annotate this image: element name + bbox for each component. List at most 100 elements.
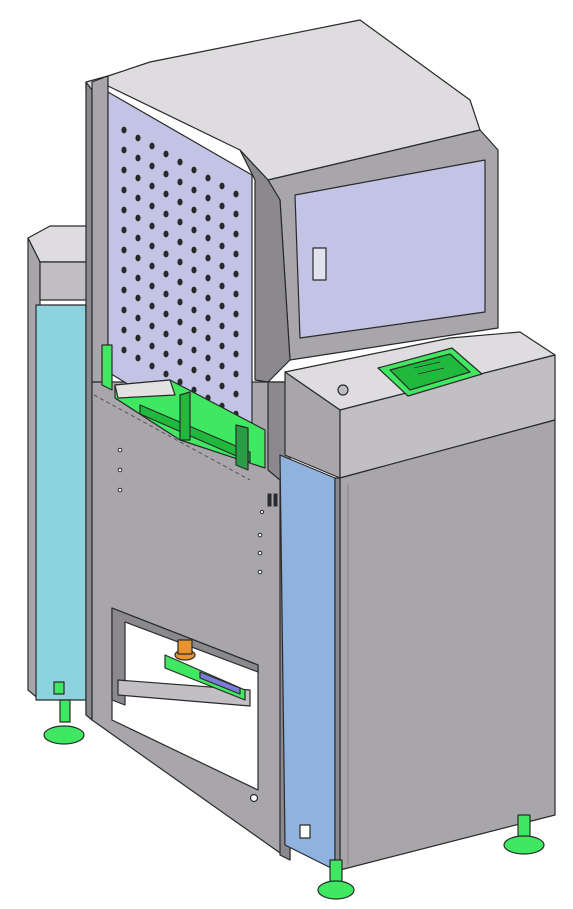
perforation-hole (205, 354, 211, 362)
foot-icon (43, 699, 85, 745)
perforation-hole (135, 254, 141, 262)
upper-mechanism (101, 344, 266, 471)
lower-bolt-icon (249, 793, 259, 803)
perforation-hole (163, 310, 169, 318)
perforated-plate (107, 91, 253, 461)
perforation-hole (205, 214, 211, 222)
perforation-hole (163, 170, 169, 178)
window-glass (294, 159, 486, 339)
perforation-hole (177, 238, 183, 246)
perforation-hole (219, 202, 225, 210)
perforation-hole (135, 134, 141, 142)
perforation-hole (191, 346, 197, 354)
perforation-hole (149, 322, 155, 330)
perforation-hole (177, 338, 183, 346)
perforation-hole (149, 282, 155, 290)
perforation-hole (121, 326, 127, 334)
perforation-hole (191, 226, 197, 234)
perforation-hole (121, 146, 127, 154)
perforation-hole (205, 274, 211, 282)
left-cabinet-band (39, 261, 91, 301)
perforation-hole (149, 222, 155, 230)
perforation-hole (233, 350, 239, 358)
perforation-hole (191, 246, 197, 254)
perforation-hole (163, 290, 169, 298)
perforation-hole (135, 234, 141, 242)
perforation-hole (219, 322, 225, 330)
perforation-hole (121, 226, 127, 234)
feet (43, 699, 545, 900)
perforation-hole (233, 230, 239, 238)
perforation-hole (191, 166, 197, 174)
perforation-hole (219, 242, 225, 250)
inspection-window (294, 159, 486, 339)
perforation-hole (177, 298, 183, 306)
perforation-hole (149, 262, 155, 270)
right-cabinet-front (339, 419, 556, 871)
perforation-hole (233, 270, 239, 278)
perforation-hole (219, 262, 225, 270)
perforation-hole (219, 362, 225, 370)
perforation-hole (205, 194, 211, 202)
perforation-hole (163, 270, 169, 278)
perforation-hole (205, 294, 211, 302)
perforation-hole (163, 150, 169, 158)
perforation-hole (135, 274, 141, 282)
perforation-hole (177, 198, 183, 206)
perforation-hole (135, 194, 141, 202)
perforation-hole (135, 154, 141, 162)
perforation-hole (205, 374, 211, 382)
perforation-hole (177, 258, 183, 266)
perforation-hole (219, 342, 225, 350)
perforation-hole (219, 282, 225, 290)
perforation-hole (219, 182, 225, 190)
perforation-hole (205, 234, 211, 242)
perforation-hole (149, 162, 155, 170)
perforation-hole (177, 218, 183, 226)
perforation-hole (135, 354, 141, 362)
perforation-hole (233, 250, 239, 258)
perforation-hole (163, 350, 169, 358)
perforation-hole (163, 190, 169, 198)
perforation-hole (121, 286, 127, 294)
left-panel-latch-icon (53, 681, 65, 695)
door-handle-icon (312, 247, 327, 281)
perforation-hole (135, 314, 141, 322)
perforation-hole (177, 358, 183, 366)
perforation-hole (177, 178, 183, 186)
perforation-hole (163, 250, 169, 258)
perforation-hole (121, 166, 127, 174)
perforation-hole (163, 370, 169, 378)
top-hood-side (239, 149, 291, 383)
perforation-hole (149, 362, 155, 370)
perforation-hole (149, 242, 155, 250)
perforation-hole (233, 330, 239, 338)
perforation-hole (121, 206, 127, 214)
perforation-hole (219, 382, 225, 390)
perforation-hole (121, 266, 127, 274)
perforation-hole (163, 210, 169, 218)
perforation-hole (177, 278, 183, 286)
perforation-hole (191, 306, 197, 314)
perforation-hole (233, 390, 239, 398)
right-cabinet (334, 419, 556, 871)
perforation-hole (149, 142, 155, 150)
perforation-hole (163, 230, 169, 238)
perforation-hole (177, 378, 183, 386)
foot-icon (317, 859, 355, 900)
front-panel-details (93, 394, 278, 575)
perforation-hole (233, 290, 239, 298)
perforation-hole (149, 182, 155, 190)
perforation-hole (219, 302, 225, 310)
perforation-hole (233, 210, 239, 218)
middle-side-panel-blue (279, 454, 336, 871)
perforation-hole (177, 318, 183, 326)
perforation-hole (121, 246, 127, 254)
perforation-hole (233, 310, 239, 318)
perforation-hole (121, 346, 127, 354)
perforation-hole (149, 342, 155, 350)
perforation-hole (191, 366, 197, 374)
perforation-hole (233, 190, 239, 198)
perforation-hole (121, 186, 127, 194)
